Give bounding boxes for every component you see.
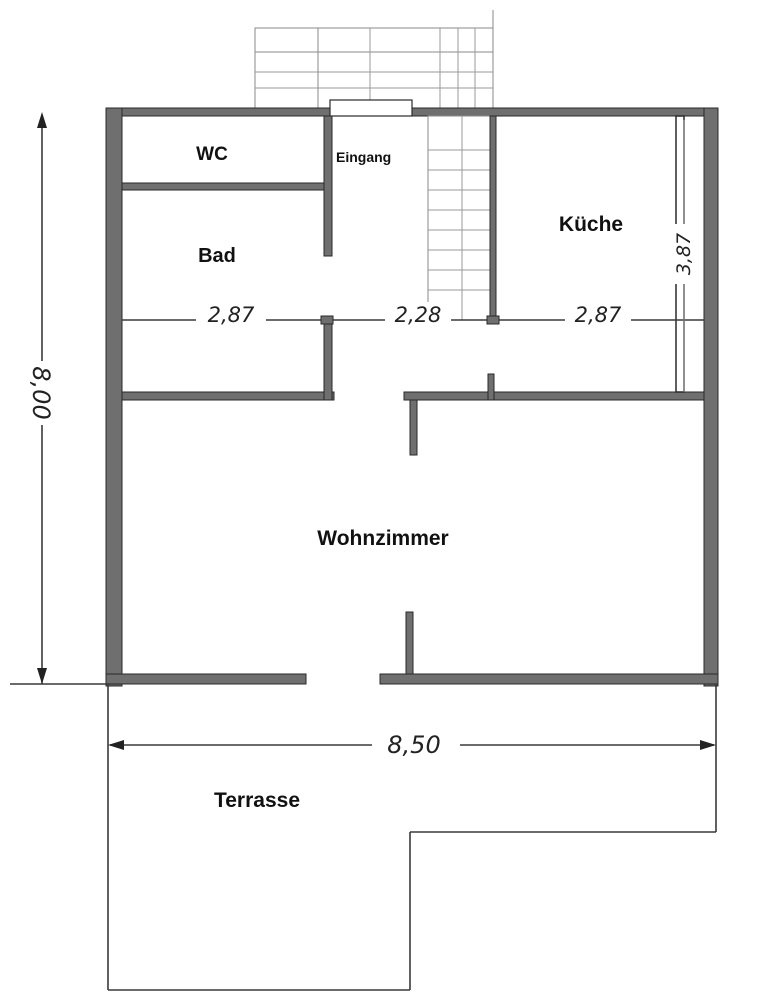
outer-walls	[105, 99, 719, 687]
middle-width-label: 2,28	[395, 303, 442, 327]
eingang-label: Eingang	[336, 149, 391, 165]
terrasse-outline	[107, 684, 717, 991]
interior-stairs	[427, 115, 497, 321]
kueche-depth-label: 3,87	[673, 233, 695, 275]
width-total-label: 8,50	[387, 731, 440, 759]
height-total-label: 8,00	[27, 366, 55, 419]
bad-width-label: 2,87	[208, 303, 255, 327]
wc-label: WC	[196, 144, 228, 165]
bad-label: Bad	[198, 245, 236, 267]
entry-stairs-top	[254, 10, 494, 109]
kueche-label: Küche	[559, 213, 623, 236]
wohnzimmer-label: Wohnzimmer	[317, 527, 448, 550]
terrasse-label: Terrasse	[214, 789, 300, 812]
interior-walls	[121, 115, 705, 675]
kueche-width-label: 2,87	[575, 303, 622, 327]
width-dimension	[108, 740, 716, 750]
